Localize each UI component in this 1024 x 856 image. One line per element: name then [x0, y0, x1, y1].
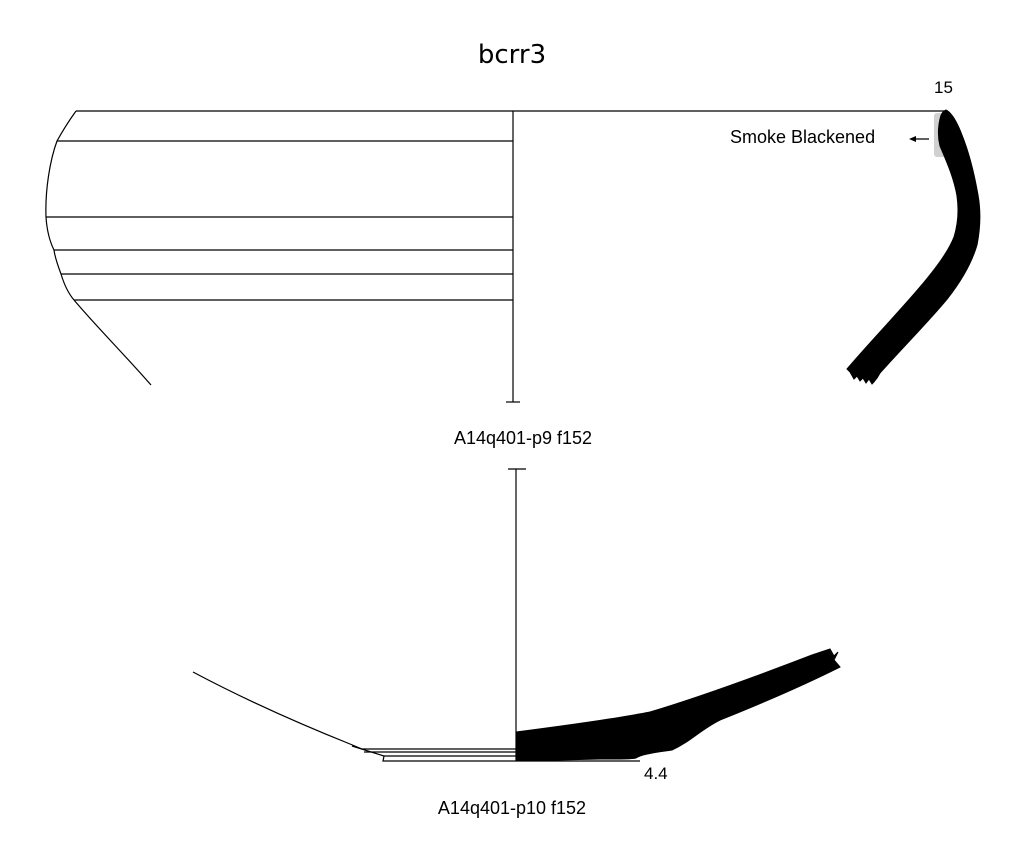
rim-sherd-caption: A14q401-p9 f152 [453, 428, 593, 448]
base-exterior-profile [192, 671, 516, 750]
smoke-arrow [909, 136, 929, 142]
smoke-blackened-label: Smoke Blackened [730, 127, 876, 147]
rim-diameter-label: 15 [934, 78, 953, 97]
base-sherd-caption: A14q401-p10 f152 [437, 798, 587, 818]
rim-section-profile [846, 109, 981, 385]
drawing-title: bcrr3 [477, 40, 547, 70]
rim-sherd-drawing [45, 110, 944, 403]
base-foot [351, 745, 516, 762]
base-section-profile [515, 648, 841, 762]
base-diameter-label: 4.4 [644, 764, 668, 783]
rim-exterior-profile [45, 110, 152, 386]
base-sherd-drawing [192, 468, 526, 762]
